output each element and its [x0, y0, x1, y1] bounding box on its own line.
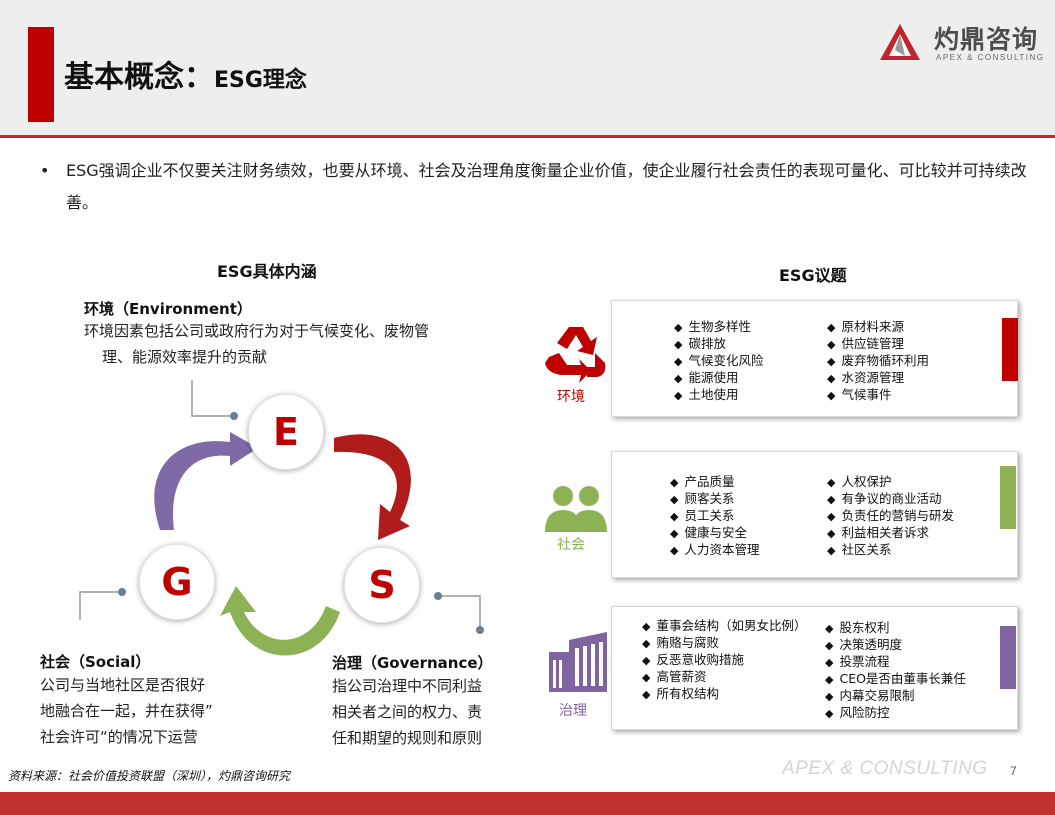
list-item: 内幕交易限制	[825, 688, 966, 705]
social-description: 公司与当地社区是否很好 地融合在一起，并在获得” 社会许可“的情况下运营	[40, 672, 213, 750]
list-item: 反恶意收购措施	[642, 652, 806, 669]
header-band	[0, 0, 1055, 138]
footer-brand: APEX & CONSULTING	[782, 758, 988, 779]
governance-category-label: 治理	[559, 703, 587, 719]
social-letter-circle: G	[139, 544, 215, 620]
list-item: 气候变化风险	[674, 353, 763, 370]
list-item: 生物多样性	[674, 319, 763, 336]
logo-mark-icon	[880, 24, 920, 60]
environment-desc-line2: 理、能源效率提升的贡献	[102, 348, 268, 366]
list-item: 利益相关者诉求	[827, 525, 954, 542]
header-accent-bar	[28, 27, 54, 122]
governance-desc-line3: 任和期望的规则和原则	[332, 729, 483, 747]
governance-connector	[440, 595, 481, 628]
people-icon	[545, 486, 607, 532]
list-item: 投票流程	[825, 654, 966, 671]
list-item: 供应链管理	[827, 336, 929, 353]
intro-bullet: • ESG强调企业不仅要关注财务绩效，也要从环境、社会及治理角度衡量企业价值，使…	[40, 155, 1030, 219]
environment-heading: 环境（Environment）	[84, 300, 252, 318]
list-item: 土地使用	[674, 387, 763, 404]
arrow-e-to-s	[334, 434, 411, 540]
environment-letter-circle: E	[248, 394, 324, 470]
social-desc-line2: 地融合在一起，并在获得”	[40, 702, 213, 720]
list-item: 高管薪资	[642, 669, 806, 686]
list-item: 董事会结构（如男女比例）	[642, 618, 806, 635]
social-connector-dot	[118, 588, 126, 596]
environment-desc-line1: 环境因素包括公司或政府行为对于气候变化、废物管	[84, 322, 430, 340]
esg-cycle-diagram	[79, 380, 484, 656]
list-item: 贿赂与腐败	[642, 635, 806, 652]
intro-text: ESG强调企业不仅要关注财务绩效，也要从环境、社会及治理角度衡量企业价值，使企业…	[66, 161, 1027, 212]
recycle-icon	[545, 327, 606, 383]
governance-issues-col1: 董事会结构（如男女比例） 贿赂与腐败 反恶意收购措施 高管薪资 所有权结构	[642, 618, 806, 703]
environment-description: 环境因素包括公司或政府行为对于气候变化、废物管 理、能源效率提升的贡献	[84, 318, 429, 370]
list-item: 废弃物循环利用	[827, 353, 929, 370]
environment-connector	[191, 380, 232, 417]
page-title: 基本概念：ESG理念	[64, 52, 307, 96]
list-item: 能源使用	[674, 370, 763, 387]
list-item: 股东权利	[825, 620, 966, 637]
footer-band	[0, 792, 1055, 815]
governance-letter-circle: S	[344, 547, 420, 623]
social-side-bar	[1000, 466, 1016, 529]
governance-connector-dot	[434, 592, 442, 600]
environment-issues-col1: 生物多样性 碳排放 气候变化风险 能源使用 土地使用	[674, 319, 763, 404]
page-title-en: ESG理念	[214, 68, 307, 93]
environment-side-bar	[1002, 318, 1018, 381]
esg-issues-title: ESG议题	[779, 266, 847, 285]
list-item: 碳排放	[674, 336, 763, 353]
environment-issues-col2: 原材料来源 供应链管理 废弃物循环利用 水资源管理 气候事件	[827, 319, 929, 404]
building-icon	[549, 632, 607, 692]
social-issues-col1: 产品质量 顾客关系 员工关系 健康与安全 人力资本管理	[670, 474, 759, 559]
governance-issues-col2: 股东权利 决策透明度 投票流程 CEO是否由董事长兼任 内幕交易限制 风险防控	[825, 620, 966, 722]
social-heading: 社会（Social）	[40, 653, 151, 671]
list-item: CEO是否由董事长兼任	[825, 671, 965, 688]
company-logo: 灼鼎咨询 APEX & CONSULTING	[878, 20, 1048, 66]
page-title-cn: 基本概念：	[64, 60, 214, 95]
arrow-g-to-e	[154, 432, 258, 530]
bullet-dot-icon: •	[40, 161, 50, 180]
list-item: 原材料来源	[827, 319, 929, 336]
list-item: 决策透明度	[825, 637, 966, 654]
source-note: 资料来源：社会价值投资联盟（深圳），灼鼎咨询研究	[8, 769, 291, 783]
list-item: 产品质量	[670, 474, 759, 491]
social-desc-line3: 社会许可“的情况下运营	[40, 728, 198, 746]
list-item: 员工关系	[670, 508, 759, 525]
list-item: 水资源管理	[827, 370, 929, 387]
page-number: 7	[1010, 764, 1017, 778]
list-item: 健康与安全	[670, 525, 759, 542]
governance-side-bar	[1000, 626, 1016, 689]
social-category-label: 社会	[557, 537, 585, 553]
social-connector	[79, 591, 120, 620]
list-item: 气候事件	[827, 387, 929, 404]
logo-text-cn: 灼鼎咨询	[934, 25, 1039, 54]
social-desc-line1: 公司与当地社区是否很好	[40, 676, 206, 694]
social-issues-col2: 人权保护 有争议的商业活动 负责任的营销与研发 利益相关者诉求 社区关系	[827, 474, 954, 559]
governance-desc-line2: 相关者之间的权力、责	[332, 703, 483, 721]
governance-connector-end	[476, 626, 484, 634]
governance-heading: 治理（Governance）	[332, 654, 493, 672]
list-item: 人权保护	[827, 474, 954, 491]
list-item: 人力资本管理	[670, 542, 759, 559]
esg-content-title: ESG具体内涵	[217, 262, 317, 281]
list-item: 所有权结构	[642, 686, 806, 703]
list-item: 有争议的商业活动	[827, 491, 954, 508]
social-issues-box: 产品质量 顾客关系 员工关系 健康与安全 人力资本管理 人权保护 有争议的商业活…	[611, 451, 1018, 578]
list-item: 负责任的营销与研发	[827, 508, 954, 525]
list-item: 社区关系	[827, 542, 954, 559]
logo-text-en: APEX & CONSULTING	[936, 53, 1045, 62]
list-item: 顾客关系	[670, 491, 759, 508]
environment-issues-box: 生物多样性 碳排放 气候变化风险 能源使用 土地使用 原材料来源 供应链管理 废…	[611, 300, 1018, 417]
arrow-s-to-g	[220, 586, 340, 656]
governance-desc-line1: 指公司治理中不同利益	[332, 677, 483, 695]
governance-description: 指公司治理中不同利益 相关者之间的权力、责 任和期望的规则和原则	[332, 673, 482, 751]
environment-category-label: 环境	[557, 389, 585, 405]
list-item: 风险防控	[825, 705, 966, 722]
environment-connector-dot	[230, 412, 238, 420]
governance-issues-box: 董事会结构（如男女比例） 贿赂与腐败 反恶意收购措施 高管薪资 所有权结构 股东…	[611, 606, 1018, 730]
